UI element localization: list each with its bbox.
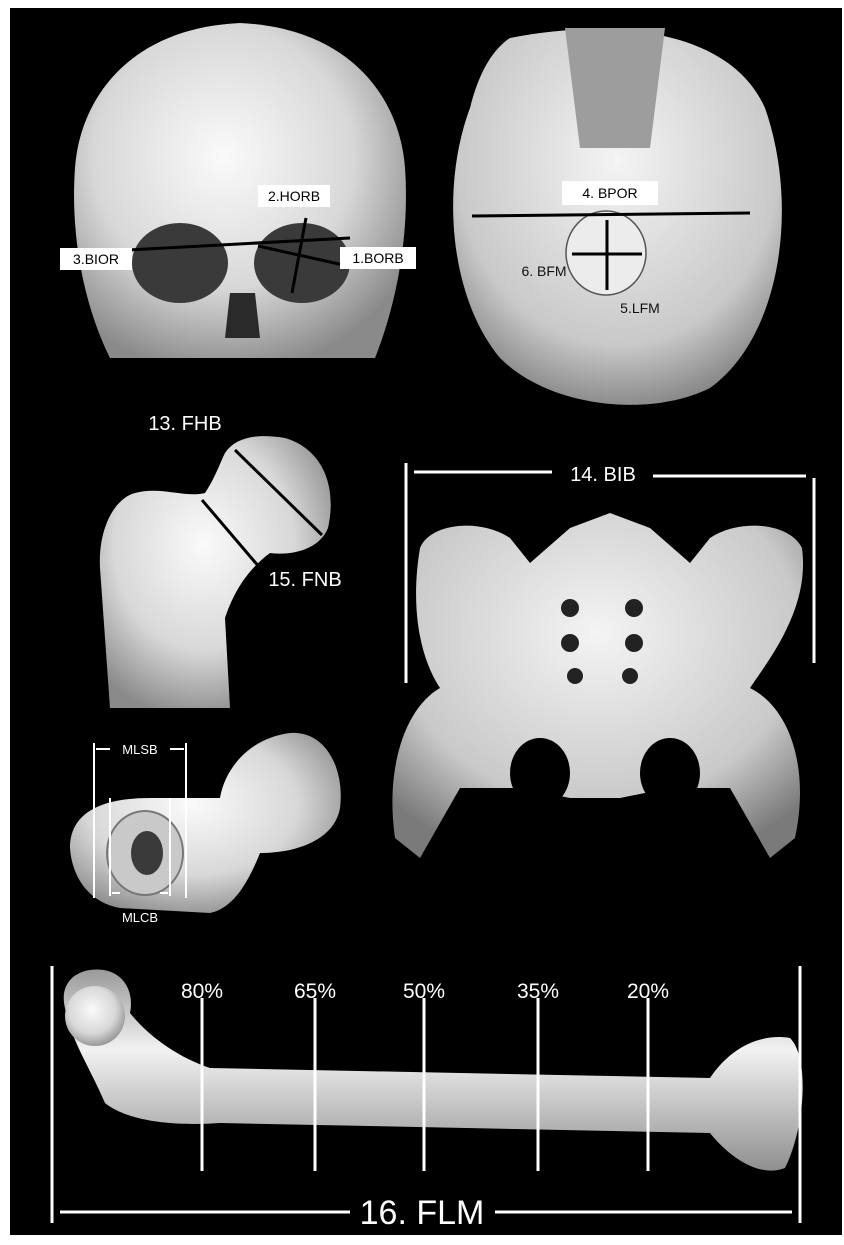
fhb-label: 13. FHB <box>148 413 221 435</box>
sacral-foramen <box>567 668 583 684</box>
bpor-label: 4. BPOR <box>582 185 637 201</box>
sacral-foramen <box>561 599 579 617</box>
sacral-foramen <box>625 599 643 617</box>
palate <box>565 28 665 148</box>
bfm-label: 6. BFM <box>521 263 566 279</box>
femur-section-panel: MLSB MLCB <box>70 733 341 925</box>
medullary-canal <box>131 831 163 875</box>
skull-base-panel: 4. BPOR 6. BFM 5.LFM <box>453 28 782 405</box>
horb-label: 2.HORB <box>268 188 320 204</box>
mlsb-label: MLSB <box>122 742 157 757</box>
percent-label-20: 20% <box>627 980 669 1003</box>
sacral-foramen <box>561 634 579 652</box>
percent-label-50: 50% <box>403 980 445 1003</box>
lfm-label: 5.LFM <box>620 300 660 316</box>
skull-front-panel: 2.HORB 3.BIOR 1.BORB <box>60 23 416 358</box>
borb-label: 1.BORB <box>352 250 403 266</box>
percent-label-80: 80% <box>181 980 223 1003</box>
sacral-foramen <box>625 634 643 652</box>
femur-head-panel: 13. FHB 15. FNB <box>100 413 342 708</box>
percent-label-65: 65% <box>294 980 336 1003</box>
pelvis-image <box>392 513 803 858</box>
mlcb-label: MLCB <box>122 910 158 925</box>
femoral-head <box>65 986 125 1046</box>
fnb-label: 15. FNB <box>268 569 341 591</box>
percent-label-35: 35% <box>517 980 559 1003</box>
nasal-cavity <box>225 293 260 338</box>
bib-label: 14. BIB <box>570 464 636 486</box>
figure-frame: 2.HORB 3.BIOR 1.BORB 4. BPOR 6. BFM 5.LF… <box>10 8 842 1235</box>
obturator-foramen <box>640 738 700 808</box>
flm-label: 16. FLM <box>360 1194 485 1232</box>
femur-full-panel: 80% 65% 50% 35% 20% 16. FLM <box>52 966 803 1232</box>
right-orbit <box>132 223 228 303</box>
anatomy-figure: 2.HORB 3.BIOR 1.BORB 4. BPOR 6. BFM 5.LF… <box>10 8 842 1235</box>
sacral-foramen <box>622 668 638 684</box>
pelvis-panel: 14. BIB <box>392 463 814 858</box>
obturator-foramen <box>510 738 570 808</box>
bior-label: 3.BIOR <box>73 251 119 267</box>
